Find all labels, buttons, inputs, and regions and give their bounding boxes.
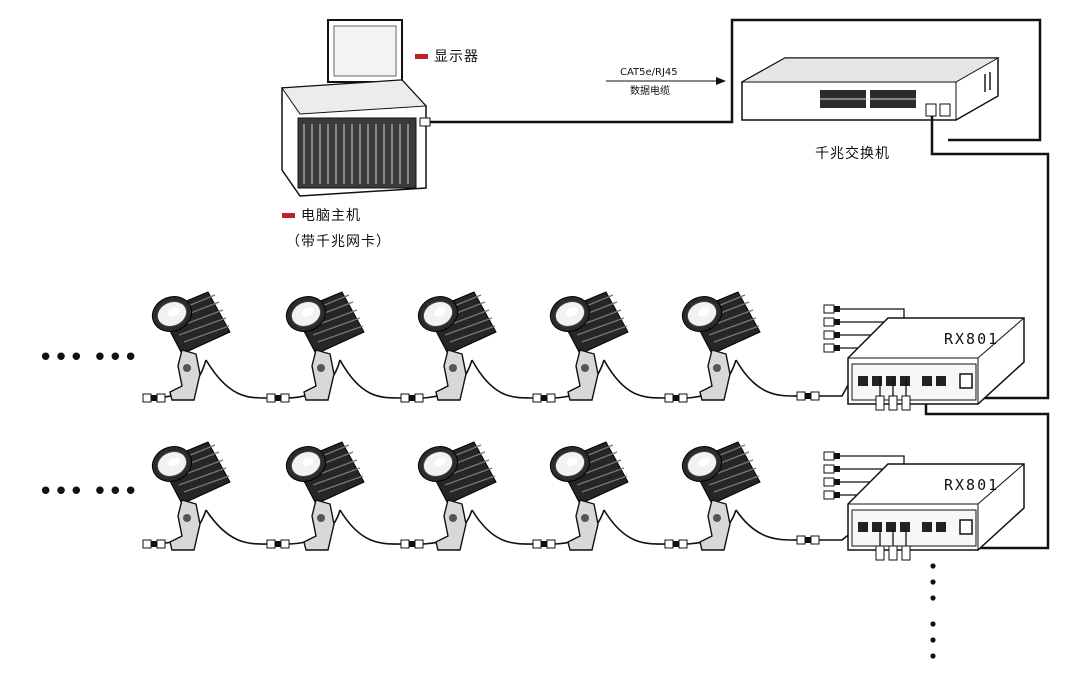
spotlight-icon xyxy=(280,290,365,401)
connector-icon xyxy=(796,391,820,401)
connector-icon xyxy=(664,393,688,403)
spotlight-icon xyxy=(412,440,497,551)
receiver-2: RX801 xyxy=(823,451,1025,561)
connector-icon xyxy=(532,393,556,403)
spotlight-icon xyxy=(280,440,365,551)
connector-icon xyxy=(400,393,424,403)
label-cable-type: CAT5e/RJ45 xyxy=(620,67,678,78)
spotlight-icon xyxy=(544,290,629,401)
connector-icon xyxy=(400,539,424,549)
spotlight-icon xyxy=(146,290,231,401)
switch-icon xyxy=(740,57,1000,121)
marker-host xyxy=(282,213,295,218)
label-receiver-1: RX801 xyxy=(944,330,999,348)
connector-icon xyxy=(664,539,688,549)
connector-icon xyxy=(266,393,290,403)
spotlight-icon xyxy=(676,290,761,401)
label-monitor: 显示器 xyxy=(434,49,479,65)
label-receiver-2: RX801 xyxy=(944,476,999,494)
spotlight-icon xyxy=(676,440,761,551)
connector-icon xyxy=(142,539,166,549)
receiver-2-outputs xyxy=(875,530,911,561)
receiver-1: RX801 xyxy=(823,304,1025,411)
spotlight-row-2: ••• ••• xyxy=(38,440,853,551)
connector-icon xyxy=(796,535,820,545)
label-switch: 千兆交换机 xyxy=(815,145,890,162)
marker-monitor xyxy=(415,54,428,59)
label-cable-name: 数据电缆 xyxy=(630,84,670,97)
receiver-1-outputs xyxy=(875,378,911,411)
ellipsis-continuation xyxy=(930,563,936,659)
connector-icon xyxy=(142,393,166,403)
spotlight-icon xyxy=(146,440,231,551)
connector-icon xyxy=(532,539,556,549)
spotlight-icon xyxy=(544,440,629,551)
ellipsis-left-row-1: ••• ••• xyxy=(38,343,138,373)
cable-pc-switch xyxy=(430,18,1042,142)
pc-host-icon xyxy=(281,19,431,197)
spotlight-row-1: ••• ••• xyxy=(38,290,853,403)
spotlight-icon xyxy=(412,290,497,401)
label-host-note: （带千兆网卡） xyxy=(286,234,391,250)
ellipsis-left-row-2: ••• ••• xyxy=(38,477,138,507)
label-host: 电脑主机 xyxy=(301,208,361,224)
connector-icon xyxy=(266,539,290,549)
